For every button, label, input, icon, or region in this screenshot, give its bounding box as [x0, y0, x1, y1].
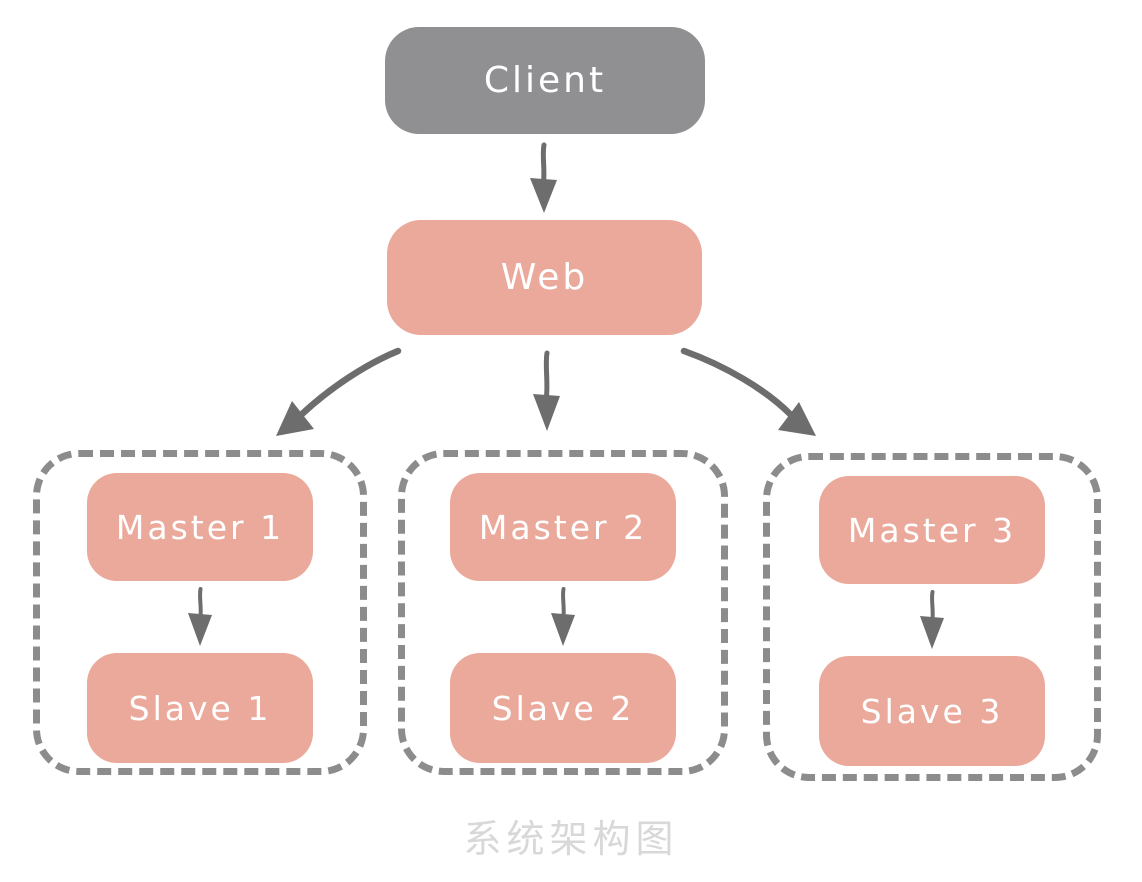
node-slave-2: Slave 2	[450, 653, 676, 763]
node-slave-1: Slave 1	[87, 653, 313, 763]
node-master-3-label: Master 3	[847, 510, 1017, 550]
arrow-web-to-group-1-icon	[262, 346, 402, 440]
node-slave-1-label: Slave 1	[128, 688, 272, 728]
arrow-web-to-group-3-icon	[678, 346, 830, 440]
node-master-1: Master 1	[87, 473, 313, 581]
arrow-web-to-group-2-icon	[526, 350, 566, 434]
node-slave-3-label: Slave 3	[860, 691, 1004, 731]
diagram-caption: 系统架构图	[463, 817, 679, 861]
arrow-master-1-to-slave-1-icon	[183, 587, 217, 649]
node-master-1-label: Master 1	[115, 507, 285, 547]
node-slave-2-label: Slave 2	[491, 688, 635, 728]
node-web-label: Web	[500, 257, 589, 298]
arrow-master-2-to-slave-2-icon	[546, 587, 580, 649]
group-shard-2: Master 2 Slave 2	[398, 450, 728, 775]
node-master-2: Master 2	[450, 473, 676, 581]
node-master-2-label: Master 2	[478, 507, 648, 547]
arrow-client-to-web-icon	[523, 142, 563, 216]
group-shard-3: Master 3 Slave 3	[763, 453, 1101, 781]
node-client: Client	[385, 27, 705, 134]
node-web: Web	[387, 220, 702, 335]
node-master-3: Master 3	[819, 476, 1045, 584]
node-client-label: Client	[483, 60, 607, 101]
arrow-master-3-to-slave-3-icon	[915, 590, 949, 652]
group-shard-1: Master 1 Slave 1	[33, 450, 367, 775]
node-slave-3: Slave 3	[819, 656, 1045, 766]
